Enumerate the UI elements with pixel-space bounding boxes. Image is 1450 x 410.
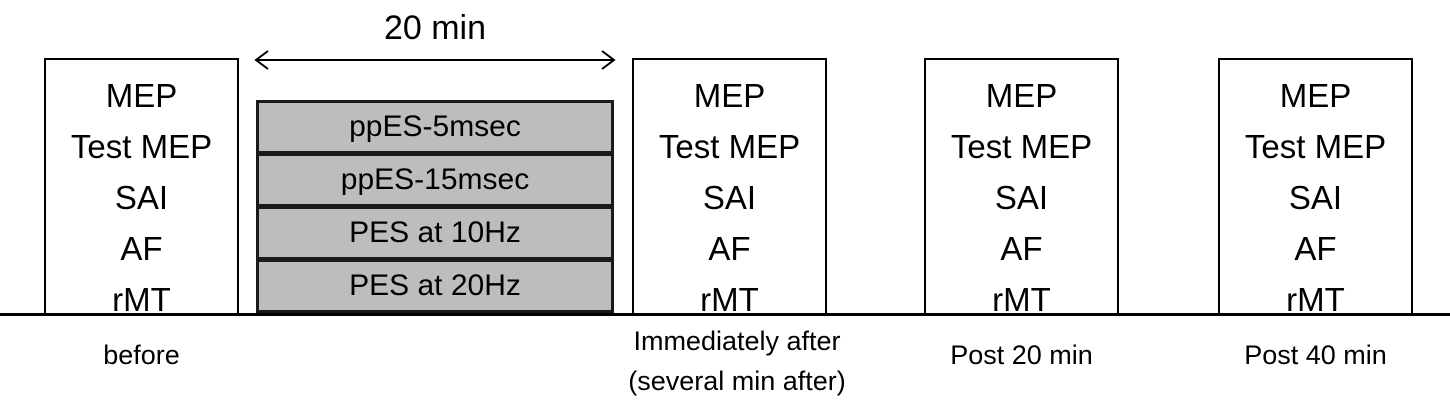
stim-pes-20hz: PES at 20Hz — [256, 259, 614, 313]
stimulation-conditions: ppES-5msec ppES-15msec PES at 10Hz PES a… — [256, 100, 614, 315]
timepoint-post-20: Post 20 min — [950, 340, 1093, 370]
timepoint-before: before — [103, 340, 180, 370]
measure-mep: MEP — [985, 77, 1058, 114]
measure-test-mep: Test MEP — [658, 128, 801, 165]
measure-mep: MEP — [1279, 77, 1352, 114]
measure-af: AF — [708, 230, 751, 267]
duration-arrow — [254, 50, 616, 70]
measure-mep: MEP — [693, 77, 766, 114]
measure-sai: SAI — [114, 179, 169, 216]
measure-af: AF — [120, 230, 163, 267]
measure-af: AF — [1000, 230, 1043, 267]
measurement-box-immediately-after: MEP Test MEP SAI AF rMT — [632, 58, 827, 318]
measurement-box-post-40: MEP Test MEP SAI AF rMT — [1218, 58, 1413, 318]
measure-test-mep: Test MEP — [70, 128, 213, 165]
stim-ppes-15msec: ppES-15msec — [256, 153, 614, 207]
duration-label: 20 min — [383, 9, 487, 47]
timepoint-several-min-after: (several min after) — [628, 366, 846, 396]
measure-rmt: rMT — [1286, 281, 1345, 318]
measurement-box-post-20: MEP Test MEP SAI AF rMT — [924, 58, 1119, 318]
measure-test-mep: Test MEP — [950, 128, 1093, 165]
timeline-baseline — [0, 313, 1450, 316]
timepoint-post-40: Post 40 min — [1244, 340, 1387, 370]
measurement-box-before: MEP Test MEP SAI AF rMT — [44, 58, 239, 318]
stim-pes-10hz: PES at 10Hz — [256, 206, 614, 260]
measure-mep: MEP — [105, 77, 178, 114]
stim-ppes-5msec: ppES-5msec — [256, 100, 614, 154]
measure-test-mep: Test MEP — [1244, 128, 1387, 165]
measure-rmt: rMT — [992, 281, 1051, 318]
measure-rmt: rMT — [700, 281, 759, 318]
measure-sai: SAI — [994, 179, 1049, 216]
measure-rmt: rMT — [112, 281, 171, 318]
measure-af: AF — [1294, 230, 1337, 267]
measure-sai: SAI — [1288, 179, 1343, 216]
timepoint-immediately-after: Immediately after — [633, 326, 841, 356]
measure-sai: SAI — [702, 179, 757, 216]
